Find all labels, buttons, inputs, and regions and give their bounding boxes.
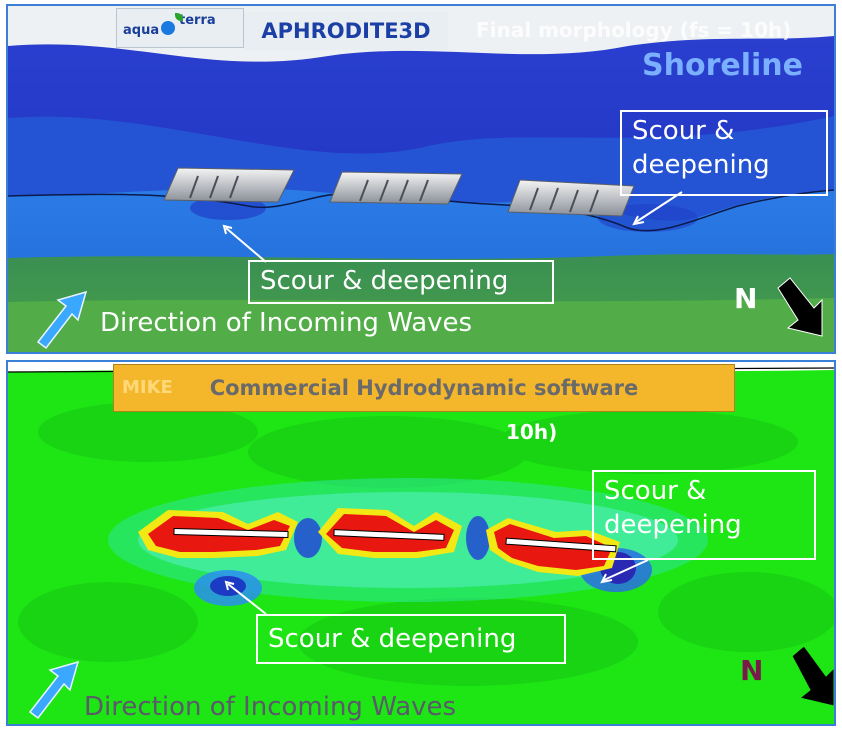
breakwater-bars <box>173 527 617 553</box>
scour-callout-right: Scour & deepening <box>620 110 828 196</box>
breakwater-structures <box>163 167 635 217</box>
mike-panel: MIKE Commercial Hydrodynamic software 10… <box>6 360 836 726</box>
logo-leaf-icon <box>175 13 183 21</box>
wave-direction-arrow-icon <box>36 290 88 350</box>
logo-text-aqua: aqua <box>123 23 160 38</box>
banner-text: Commercial Hydrodynamic software <box>209 376 639 400</box>
logo-text-terra: terra <box>179 13 216 28</box>
scour-callout-right: Scour & deepening <box>592 470 816 560</box>
scour-callout-center-text: Scour & deepening <box>260 266 509 296</box>
seabed-light-green-zone <box>8 298 834 352</box>
model-name-label: APHRODITE3D <box>244 12 448 50</box>
shoreline-label: Shoreline <box>642 48 803 83</box>
scour-zone <box>190 196 266 220</box>
scour-callout-center: Scour & deepening <box>248 260 554 304</box>
banner-prefix: MIKE <box>122 377 173 398</box>
aphrodite3d-panel: aqua terra APHRODITE3D Final morphology … <box>6 4 836 354</box>
wave-direction-arrow-icon <box>28 660 80 720</box>
scour-callout-right-text: Scour & deepening <box>604 476 742 540</box>
scour-callout-center: Scour & deepening <box>256 614 566 664</box>
north-arrow-icon <box>791 645 834 707</box>
wave-direction-label: Direction of Incoming Waves <box>100 308 473 338</box>
north-arrow-icon <box>777 277 823 337</box>
software-banner: MIKE Commercial Hydrodynamic software <box>113 364 735 412</box>
callout-leader-arrows <box>222 191 683 263</box>
scour-callout-right-text: Scour & deepening <box>632 116 770 180</box>
contour-patches <box>18 402 834 686</box>
wave-direction-label: Direction of Incoming Waves <box>84 692 457 722</box>
simulation-caption: 10h) <box>506 420 558 444</box>
scour-callout-center-text: Scour & deepening <box>268 624 517 654</box>
callout-leader-arrows <box>224 559 649 615</box>
aquaterra-logo: aqua terra <box>116 8 244 48</box>
logo-wave-icon <box>161 21 175 35</box>
simulation-caption: Final morphology (fs = 10h) <box>476 18 792 42</box>
north-label: N <box>740 654 764 687</box>
north-label: N <box>734 282 758 315</box>
